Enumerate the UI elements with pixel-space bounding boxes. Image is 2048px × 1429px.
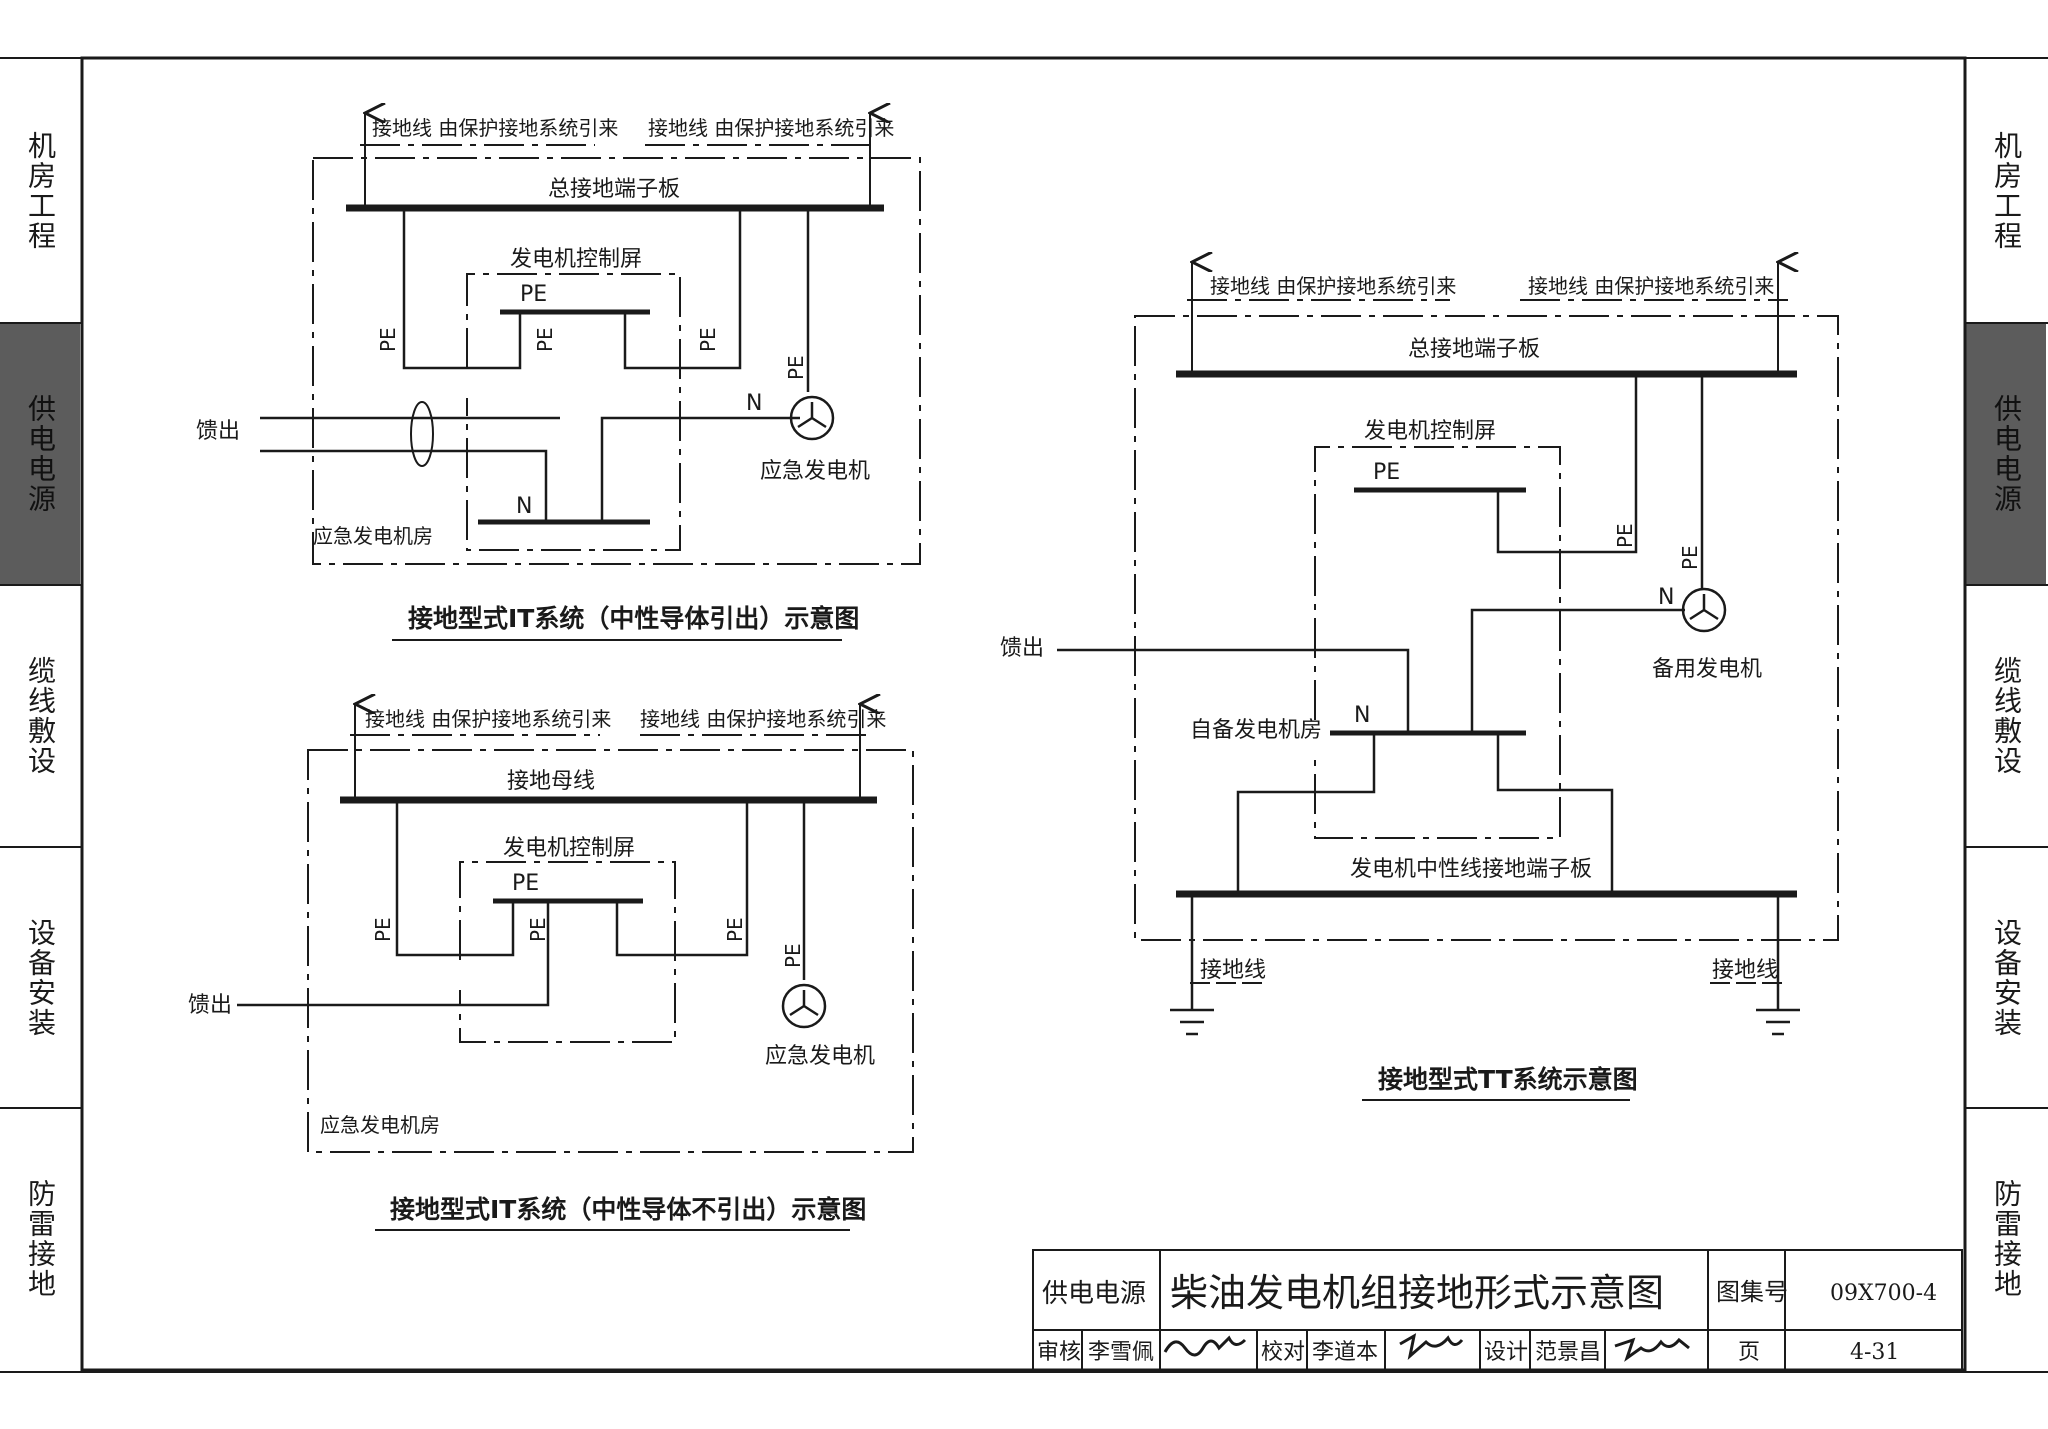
side-tab-left-0[interactable]: 机房工程 — [24, 130, 57, 251]
design-label: 设计 — [1484, 1340, 1528, 1365]
control-panel-boundary — [459, 861, 676, 1043]
n-wire-label: N — [1658, 585, 1674, 610]
pe-wire-label: PE — [1678, 545, 1702, 570]
side-tab-right-0[interactable]: 机房工程 — [1990, 130, 2023, 251]
side-tab-right-4[interactable]: 防雷接地 — [1990, 1179, 2023, 1299]
n-bar-label: N — [1354, 703, 1370, 728]
generator-symbol — [789, 395, 835, 441]
room-boundary — [1134, 315, 1839, 941]
reviewer-name: 李雪佩 — [1088, 1340, 1154, 1365]
ground-wire-label-right: 接地线 由保护接地系统引来 — [640, 707, 886, 731]
designer-name: 范景昌 — [1535, 1340, 1601, 1365]
room-label: 应急发电机房 — [313, 524, 433, 548]
side-tab-right-2[interactable]: 缆线敷设 — [1990, 656, 2023, 776]
generator-label: 应急发电机 — [765, 1044, 875, 1069]
side-tab-left-4[interactable]: 防雷接地 — [24, 1179, 57, 1299]
diagram-caption: 接地型式IT系统（中性导体不引出）示意图 — [390, 1195, 866, 1224]
side-tab-right-1[interactable]: 供电电源 — [1966, 323, 2046, 585]
side-tab-left-3[interactable]: 设备安装 — [24, 917, 57, 1038]
generator-label: 应急发电机 — [760, 459, 870, 484]
neutral-bar-label: 发电机中性线接地端子板 — [1350, 857, 1592, 882]
n-wire-label: N — [746, 391, 762, 416]
generator-label: 备用发电机 — [1652, 657, 1762, 682]
sheet-frame — [0, 56, 2048, 1373]
page-label: 页 — [1738, 1340, 1760, 1365]
diagram-tt: 接地线 由保护接地系统引来 接地线 由保护接地系统引来 总接地端子板 发电机控制… — [1000, 262, 1839, 1101]
earth-symbol — [1170, 1008, 1800, 1036]
diagram-caption: 接地型式IT系统（中性导体引出）示意图 — [408, 604, 859, 633]
pe-wire-label: PE — [526, 917, 550, 942]
n-bar-label: N — [516, 494, 532, 519]
feeder-label: 馈出 — [188, 993, 232, 1018]
checker-signature — [1399, 1333, 1464, 1361]
title-block: 供电电源 柴油发电机组接地形式示意图 图集号 09X700-4 审核 李雪佩 校… — [1032, 1249, 1963, 1371]
drawing-title: 柴油发电机组接地形式示意图 — [1170, 1271, 1664, 1315]
side-tab-left-2[interactable]: 缆线敷设 — [24, 656, 57, 776]
review-label: 审核 — [1037, 1340, 1081, 1365]
control-panel-label: 发电机控制屏 — [503, 836, 635, 861]
pe-bar-label: PE — [1373, 460, 1400, 485]
control-panel-boundary — [466, 273, 681, 551]
atlas-label: 图集号 — [1716, 1278, 1788, 1306]
room-boundary — [312, 157, 921, 565]
earth-label-right: 接地线 — [1712, 958, 1778, 983]
atlas-number: 09X700-4 — [1830, 1281, 1937, 1306]
pe-wire-label: PE — [696, 327, 720, 352]
control-panel-label: 发电机控制屏 — [510, 247, 642, 272]
feeder-label: 馈出 — [196, 419, 240, 444]
pe-wire-label: PE — [723, 917, 747, 942]
side-tab-left-1[interactable]: 供电电源 — [0, 323, 80, 585]
room-label: 应急发电机房 — [320, 1113, 440, 1137]
pe-wire-label: PE — [784, 355, 808, 380]
room-label: 自备发电机房 — [1190, 718, 1322, 743]
diagram-it-neutral-drawn: 接地线 由保护接地系统引来 接地线 由保护接地系统引来 总接地端子板 发电机控制… — [196, 113, 921, 641]
reviewer-signature — [1163, 1335, 1247, 1357]
control-panel-boundary — [1314, 446, 1561, 839]
feeder-label: 馈出 — [1000, 636, 1044, 661]
pe-wire-label: PE — [781, 943, 805, 968]
ground-wire-label-right: 接地线 由保护接地系统引来 — [1528, 274, 1774, 298]
pe-bar-label: PE — [520, 282, 547, 307]
diagram-caption: 接地型式TT系统示意图 — [1378, 1065, 1638, 1094]
room-boundary — [307, 749, 914, 1153]
pe-bar-label: PE — [512, 871, 539, 896]
generator-symbol — [781, 983, 827, 1029]
earth-label-left: 接地线 — [1200, 958, 1266, 983]
generator-symbol — [1681, 587, 1727, 633]
page-number: 4-31 — [1850, 1340, 1899, 1365]
pe-wire-label: PE — [376, 327, 400, 352]
pe-wire-label: PE — [371, 917, 395, 942]
main-bar-label: 总接地端子板 — [1408, 337, 1540, 362]
diagram-it-neutral-not-drawn: 接地线 由保护接地系统引来 接地线 由保护接地系统引来 接地母线 发电机控制屏 … — [188, 704, 914, 1231]
main-bar-label: 总接地端子板 — [548, 177, 680, 202]
section-name: 供电电源 — [1042, 1279, 1146, 1309]
busbar-label: 接地母线 — [507, 769, 595, 794]
pe-wire-label: PE — [1613, 523, 1637, 548]
pe-wire-label: PE — [533, 327, 557, 352]
side-tab-right-3[interactable]: 设备安装 — [1990, 917, 2023, 1038]
ground-wire-label-right: 接地线 由保护接地系统引来 — [648, 116, 894, 140]
designer-signature — [1614, 1337, 1690, 1362]
ground-wire-label-left: 接地线 由保护接地系统引来 — [372, 116, 618, 140]
ground-wire-label-left: 接地线 由保护接地系统引来 — [365, 707, 611, 731]
check-label: 校对 — [1261, 1340, 1305, 1365]
ground-wire-label-left: 接地线 由保护接地系统引来 — [1210, 274, 1456, 298]
control-panel-label: 发电机控制屏 — [1364, 419, 1496, 444]
checker-name: 李道本 — [1312, 1340, 1378, 1365]
